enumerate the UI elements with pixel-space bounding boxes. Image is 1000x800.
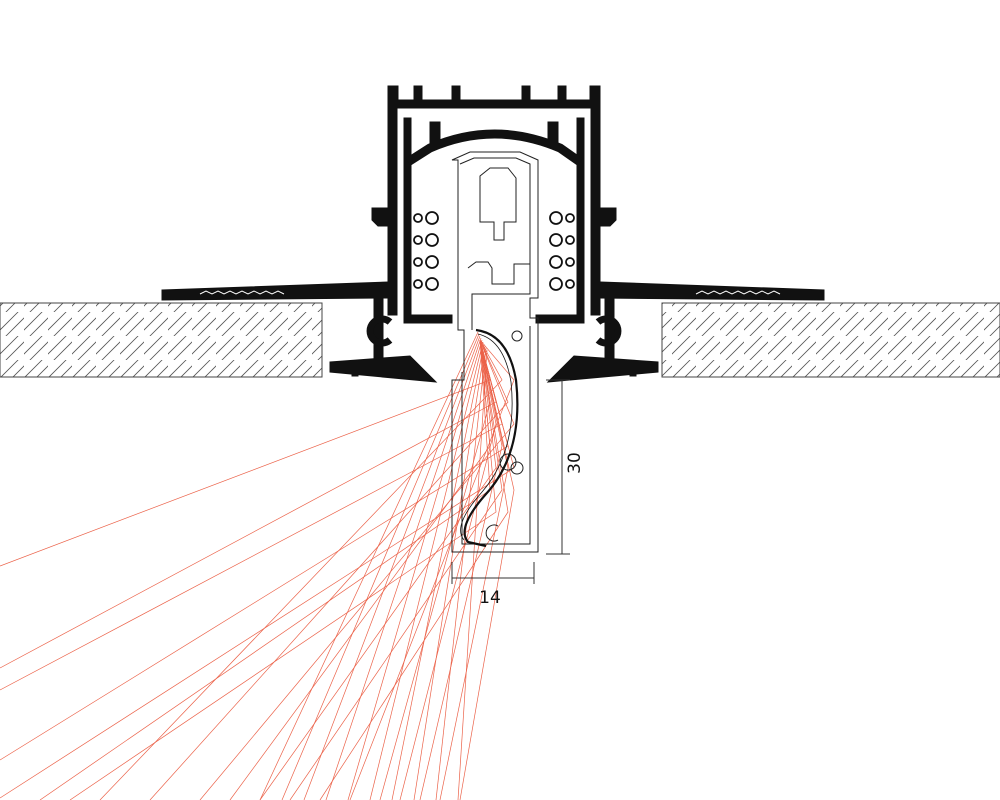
adapter-step: [467, 261, 530, 285]
light-ray: [379, 339, 491, 800]
luminaire-stem-clip: [485, 524, 499, 542]
mounting-flange-left: [161, 281, 389, 301]
luminaire-stem-notch-top: [499, 453, 517, 471]
light-ray: [281, 333, 480, 800]
light-ray: [369, 341, 484, 800]
adapter-key-slot: [479, 167, 517, 241]
conductor-contacts-left: [413, 211, 439, 291]
trim-wedge-right: [546, 355, 659, 383]
light-ray: [39, 339, 491, 800]
light-ray: [303, 335, 481, 800]
light-ray: [391, 343, 485, 800]
housing-outer-wall-right: [590, 99, 601, 316]
light-ray: [399, 339, 497, 800]
dimension-height: [546, 379, 570, 555]
flange-serration-left: [199, 290, 285, 295]
luminaire-stem-inner: [461, 326, 531, 545]
light-ray: [259, 331, 479, 800]
light-ray: [69, 339, 497, 800]
housing-bottom-lip-right: [535, 314, 585, 324]
light-ray: [347, 339, 483, 800]
curved-reflector-inner: [460, 333, 513, 541]
dimension-width: [451, 562, 535, 584]
light-ray: [0, 339, 503, 691]
light-ray: [99, 339, 503, 800]
light-ray: [325, 337, 482, 800]
clip-bracket-right-vertical: [604, 297, 615, 359]
light-ray: [199, 339, 515, 800]
light-ray: [457, 349, 488, 800]
luminaire-adapter-inner: [459, 157, 531, 330]
housing-left-tab-top: [371, 207, 389, 227]
ceiling-panel-right: [661, 302, 1000, 378]
luminaire-adapter-outline: [451, 151, 539, 553]
dimension-width-label: 14: [479, 588, 501, 608]
housing-bottom-lip-left: [403, 314, 453, 324]
light-ray: [149, 339, 509, 800]
flange-serration-right: [695, 290, 781, 295]
housing-outer-wall-left: [387, 99, 398, 316]
trim-teeth: [351, 365, 637, 377]
light-ray: [0, 339, 497, 669]
clip-bracket-left-vertical: [373, 297, 384, 359]
luminaire-stem-circle: [510, 461, 524, 475]
light-ray: [413, 345, 486, 800]
curved-reflector: [463, 328, 519, 548]
conductor-contacts-right: [549, 211, 575, 291]
light-ray: [259, 339, 497, 800]
dimension-height-label: 30: [565, 452, 585, 474]
light-ray: [349, 339, 515, 800]
track-housing-profile: [161, 85, 825, 383]
mounting-flange-right: [599, 281, 825, 301]
clip-hook-left: [366, 315, 393, 347]
light-ray: [229, 339, 491, 800]
light-ray: [459, 339, 515, 800]
clip-hook-right: [595, 315, 622, 347]
housing-right-tab-top: [599, 207, 617, 227]
luminaire: [451, 151, 539, 553]
light-ray: [435, 347, 487, 800]
housing-top-fins: [387, 85, 601, 109]
light-ray-fan: [0, 331, 515, 800]
trim-wedge-left: [329, 355, 438, 383]
housing-top-channel: [405, 129, 583, 166]
housing-inner-wall-right: [576, 117, 585, 324]
ceiling-panels: [0, 302, 1000, 378]
light-ray: [0, 339, 515, 799]
light-ray: [419, 339, 503, 800]
housing-inner-wall-left: [403, 117, 412, 324]
ceiling-panel-left: [0, 302, 323, 378]
